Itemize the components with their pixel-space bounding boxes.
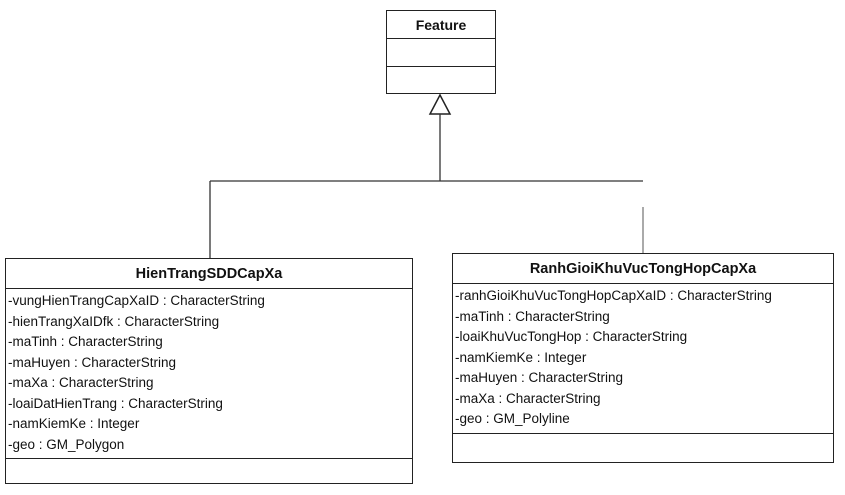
attribute: -loaiKhuVucTongHop : CharacterString bbox=[455, 329, 688, 344]
attribute: -namKiemKe : Integer bbox=[455, 349, 587, 365]
attribute: -maTinh : CharacterString bbox=[455, 308, 610, 324]
attribute: -vungHienTrangCapXaID : CharacterString bbox=[8, 293, 265, 308]
attribute: -ranhGioiKhuVucTongHopCapXaID : Characte… bbox=[455, 288, 772, 303]
attribute: -maXa : CharacterString bbox=[8, 375, 154, 390]
attribute: -geo : GM_Polygon bbox=[8, 436, 125, 452]
attribute: -maHuyen : CharacterString bbox=[455, 370, 624, 385]
attribute: -geo : GM_Polyline bbox=[455, 411, 570, 426]
attribute: -maHuyen : CharacterString bbox=[8, 354, 177, 370]
class-feature[interactable]: Feature bbox=[386, 10, 496, 94]
attributes-compartment: -vungHienTrangCapXaID : CharacterString … bbox=[6, 289, 412, 459]
attribute: -namKiemKe : Integer bbox=[8, 416, 140, 431]
attributes-compartment bbox=[387, 39, 495, 67]
class-name: HienTrangSDDCapXa bbox=[6, 259, 412, 289]
attributes-compartment: -ranhGioiKhuVucTongHopCapXaID : Characte… bbox=[453, 284, 833, 434]
attribute: -maXa : CharacterString bbox=[455, 390, 601, 406]
class-name: RanhGioiKhuVucTongHopCapXa bbox=[453, 254, 833, 284]
generalization-arrowhead bbox=[428, 93, 452, 115]
attribute: -maTinh : CharacterString bbox=[8, 334, 163, 349]
class-name: Feature bbox=[387, 11, 495, 39]
attribute: -hienTrangXaIDfk : CharacterString bbox=[8, 313, 220, 329]
class-ranhgioikhuvuctonghopcapxa[interactable]: RanhGioiKhuVucTongHopCapXa -ranhGioiKhuV… bbox=[452, 253, 834, 463]
class-hientrangsddcapxa[interactable]: HienTrangSDDCapXa -vungHienTrangCapXaID … bbox=[5, 258, 413, 484]
attribute: -loaiDatHienTrang : CharacterString bbox=[8, 395, 223, 411]
